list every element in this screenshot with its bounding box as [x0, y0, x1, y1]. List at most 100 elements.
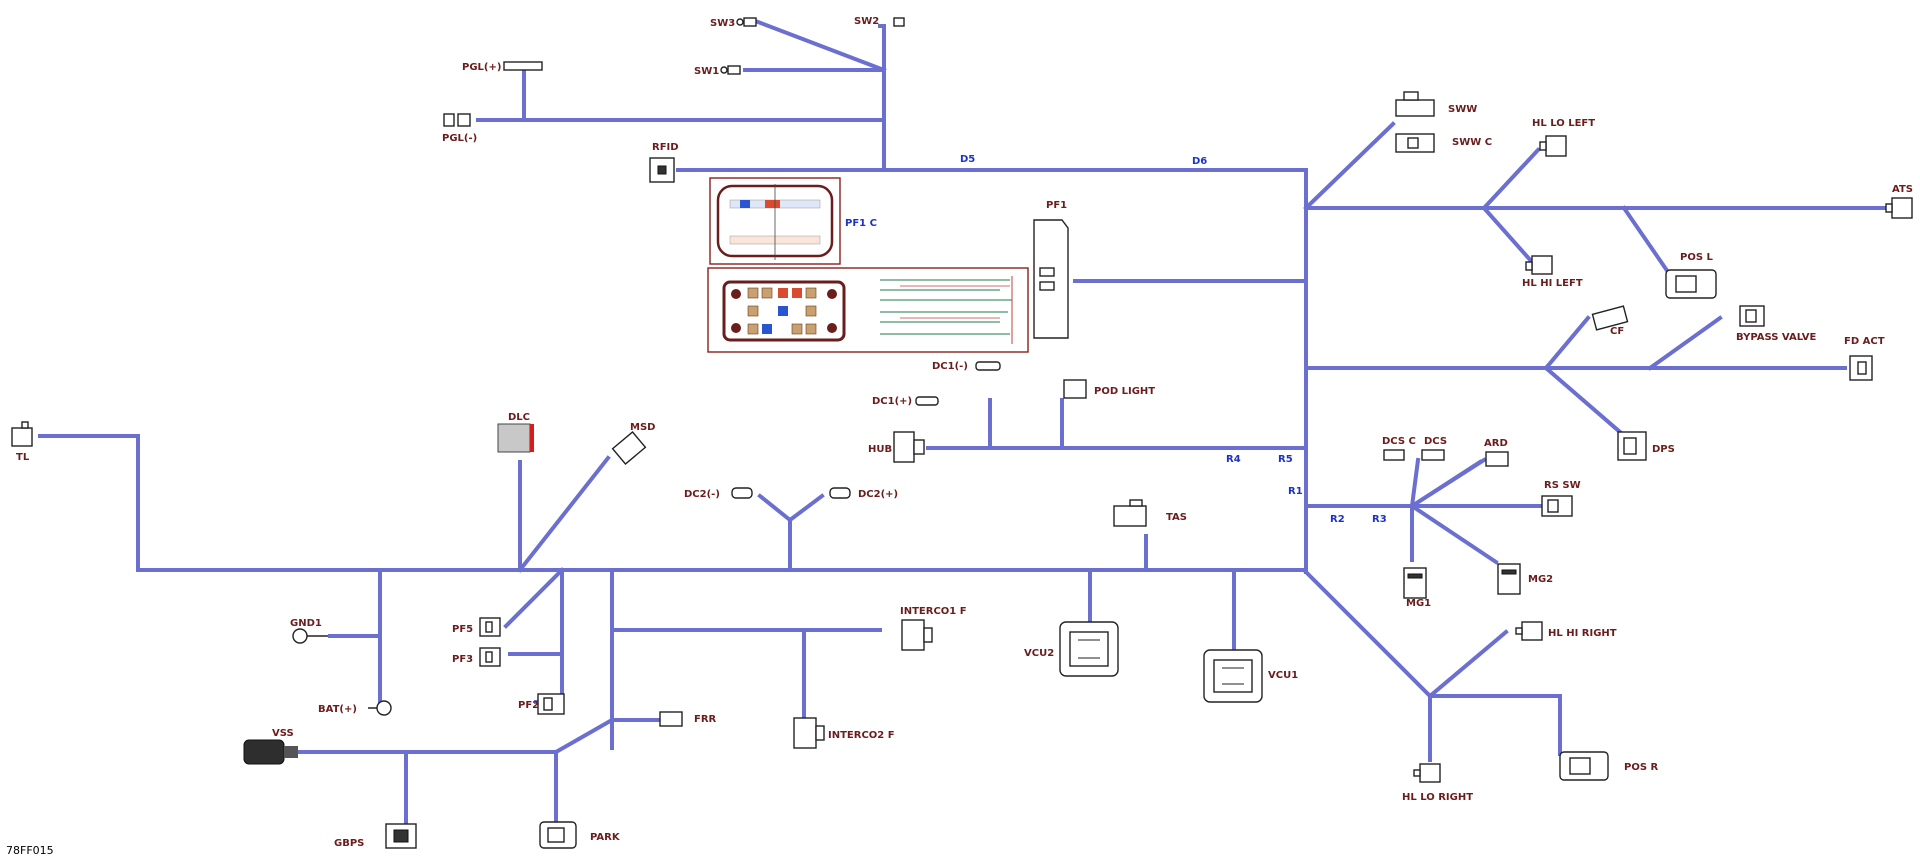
- svg-text:R3: R3: [1372, 514, 1387, 525]
- tl-connector: TL: [11, 421, 33, 463]
- mg2-connector: MG2: [1497, 563, 1553, 595]
- pod-light-connector: POD LIGHT: [1063, 379, 1155, 399]
- svg-text:SW2: SW2: [854, 16, 879, 27]
- bypass-valve-connector: BYPASS VALVE: [1736, 305, 1816, 343]
- svg-text:TAS: TAS: [1166, 512, 1187, 523]
- pf2-connector: PF2: [518, 693, 565, 715]
- svg-text:SWW C: SWW C: [1452, 137, 1492, 148]
- pf1-detail-panel: [707, 267, 1029, 353]
- svg-text:MSD: MSD: [630, 422, 655, 433]
- fd-act-connector: FD ACT: [1844, 336, 1885, 381]
- svg-text:MG1: MG1: [1406, 598, 1431, 609]
- mg1-connector: MG1: [1403, 567, 1431, 609]
- svg-text:PARK: PARK: [590, 832, 621, 843]
- dc1-plus-connector: DC1(+): [872, 396, 939, 407]
- svg-text:DCS C: DCS C: [1382, 436, 1416, 447]
- svg-text:DCS: DCS: [1424, 436, 1447, 447]
- svg-text:PF2: PF2: [518, 700, 539, 711]
- svg-text:VCU2: VCU2: [1024, 648, 1054, 659]
- svg-text:FD ACT: FD ACT: [1844, 336, 1885, 347]
- dps-connector: DPS: [1617, 431, 1675, 461]
- harness-wires: [38, 19, 1907, 826]
- svg-text:VSS: VSS: [272, 728, 294, 739]
- svg-text:FRR: FRR: [694, 714, 717, 725]
- svg-text:ARD: ARD: [1484, 438, 1508, 449]
- svg-text:HUB: HUB: [868, 444, 892, 455]
- frr-connector: FRR: [659, 711, 717, 727]
- svg-text:PF1 C: PF1 C: [845, 218, 877, 229]
- gbps-connector: GBPS: [334, 823, 417, 849]
- svg-text:POS R: POS R: [1624, 762, 1659, 773]
- svg-text:DPS: DPS: [1652, 444, 1675, 455]
- hl-hi-right-connector: HL HI RIGHT: [1515, 621, 1617, 641]
- sw3-connector: SW3: [710, 17, 757, 29]
- svg-text:TL: TL: [16, 452, 30, 463]
- svg-text:DC1(+): DC1(+): [872, 396, 912, 407]
- svg-text:PF1: PF1: [1046, 200, 1067, 211]
- svg-text:SW1: SW1: [694, 66, 719, 77]
- hl-hi-left-connector: HL HI LEFT: [1522, 255, 1583, 289]
- sww-connector: SWW: [1395, 91, 1477, 117]
- svg-text:INTERCO2 F: INTERCO2 F: [828, 730, 895, 741]
- svg-text:D6: D6: [1192, 156, 1207, 167]
- svg-text:CF: CF: [1610, 326, 1624, 337]
- msd-connector: MSD: [611, 422, 655, 466]
- cf-connector: CF: [1591, 305, 1629, 337]
- svg-text:PF3: PF3: [452, 654, 473, 665]
- tas-connector: TAS: [1113, 499, 1187, 527]
- vcu1-module: VCU1: [1203, 649, 1298, 703]
- diagram-reference-code: 78FF015: [6, 844, 54, 857]
- pf3-connector: PF3: [452, 647, 501, 667]
- rfid-connector: RFID: [649, 142, 679, 183]
- svg-text:POS L: POS L: [1680, 252, 1714, 263]
- svg-text:MG2: MG2: [1528, 574, 1553, 585]
- svg-text:HL LO LEFT: HL LO LEFT: [1532, 118, 1595, 129]
- gnd1-connector: GND1: [290, 618, 328, 644]
- svg-text:D5: D5: [960, 154, 975, 165]
- svg-text:GBPS: GBPS: [334, 838, 364, 849]
- dcs-connector: DCS: [1421, 436, 1447, 461]
- svg-text:RFID: RFID: [652, 142, 679, 153]
- svg-text:RS SW: RS SW: [1544, 480, 1581, 491]
- svg-text:R4: R4: [1226, 454, 1241, 465]
- sww-c-connector: SWW C: [1395, 133, 1492, 153]
- svg-text:R2: R2: [1330, 514, 1345, 525]
- svg-text:ATS: ATS: [1892, 184, 1913, 195]
- svg-text:BYPASS VALVE: BYPASS VALVE: [1736, 332, 1816, 343]
- svg-text:DC2(+): DC2(+): [858, 489, 898, 500]
- pf1-c-detail: PF1 C: [709, 177, 877, 265]
- svg-text:PGL(+): PGL(+): [462, 62, 501, 73]
- svg-text:INTERCO1 F: INTERCO1 F: [900, 606, 967, 617]
- vss-sensor: VSS: [243, 728, 298, 765]
- svg-text:DLC: DLC: [508, 412, 530, 423]
- svg-text:GND1: GND1: [290, 618, 322, 629]
- svg-text:BAT(+): BAT(+): [318, 704, 357, 715]
- svg-text:VCU1: VCU1: [1268, 670, 1298, 681]
- svg-text:DC2(-): DC2(-): [684, 489, 720, 500]
- hl-lo-left-connector: HL LO LEFT: [1532, 118, 1595, 157]
- svg-text:PGL(-): PGL(-): [442, 133, 477, 144]
- sw2-connector: SW2: [854, 16, 905, 27]
- hl-lo-right-connector: HL LO RIGHT: [1402, 763, 1473, 803]
- park-connector: PARK: [539, 821, 621, 849]
- hub-connector: HUB: [868, 431, 925, 463]
- dcs-c-connector: DCS C: [1382, 436, 1416, 461]
- svg-text:HL LO RIGHT: HL LO RIGHT: [1402, 792, 1473, 803]
- ard-connector: ARD: [1484, 438, 1509, 467]
- pgl-plus-connector: PGL(+): [462, 61, 543, 73]
- bat-plus-connector: BAT(+): [318, 700, 392, 716]
- interco1-connector: INTERCO1 F: [900, 606, 967, 651]
- svg-text:PF5: PF5: [452, 624, 473, 635]
- dc2-minus-connector: DC2(-): [684, 487, 753, 500]
- sw1-connector: SW1: [694, 65, 741, 77]
- pos-l-connector: POS L: [1665, 252, 1717, 299]
- svg-text:R5: R5: [1278, 454, 1293, 465]
- rs-sw-connector: RS SW: [1541, 480, 1581, 517]
- splice-labels: D5 D6 R4 R5 R1 R2 R3: [960, 154, 1387, 525]
- pgl-minus-connector: PGL(-): [442, 113, 477, 144]
- svg-text:POD LIGHT: POD LIGHT: [1094, 386, 1155, 397]
- dc1-minus-connector: DC1(-): [932, 361, 1001, 372]
- svg-text:HL HI RIGHT: HL HI RIGHT: [1548, 628, 1617, 639]
- svg-text:DC1(-): DC1(-): [932, 361, 968, 372]
